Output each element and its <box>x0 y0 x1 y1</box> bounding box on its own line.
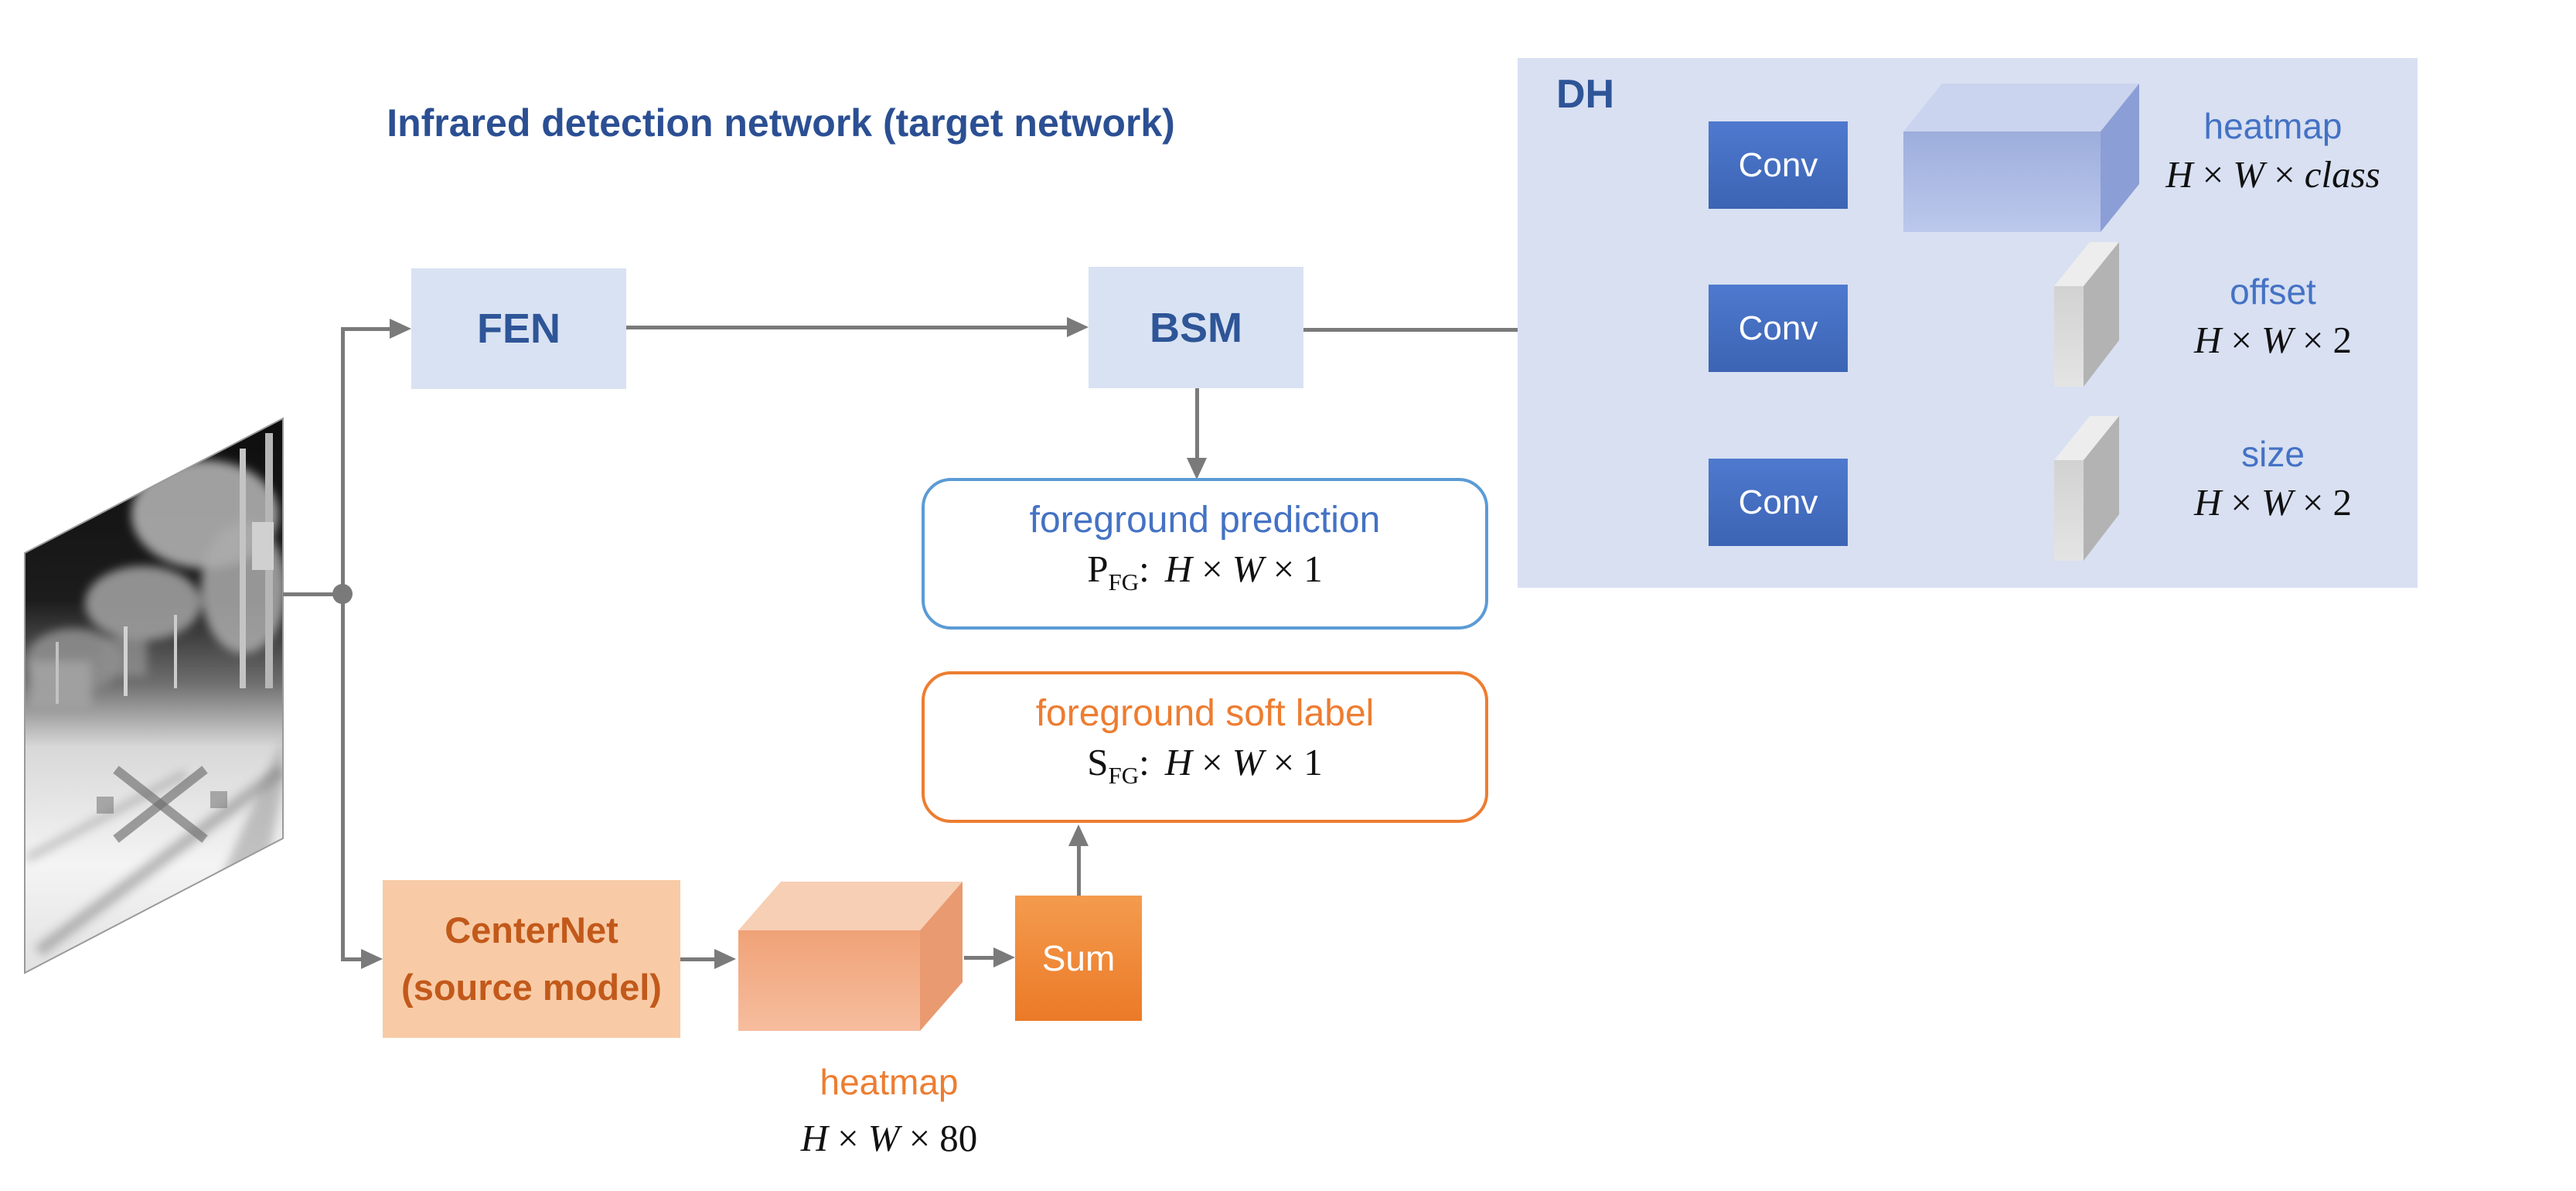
size-tensor-cube <box>2054 416 2119 561</box>
arrowhead-into-fen <box>390 319 411 339</box>
conv-label: Conv <box>1738 309 1818 347</box>
sum-label: Sum <box>1041 938 1116 978</box>
sum-box: Sum <box>1015 896 1142 1021</box>
offset-tensor-cube <box>2054 242 2119 387</box>
connector-cube-to-sum <box>964 956 995 960</box>
dh-output-heatmap-label: heatmap <box>2203 106 2343 146</box>
foreground-soft-label-box: foreground soft label SFG:H×W×1 <box>922 671 1488 823</box>
fen-box: FEN <box>411 268 626 389</box>
dh-output-size: size H×W×2 <box>2087 430 2458 527</box>
foreground-prediction-box: foreground prediction PFG:H×W×1 <box>922 478 1488 630</box>
source-heatmap-cube <box>738 882 963 1031</box>
connector-to-centernet <box>341 957 363 961</box>
fen-label: FEN <box>477 305 561 352</box>
foreground-soft-label-dims: SFG:H×W×1 <box>1087 741 1323 789</box>
bsm-label: BSM <box>1150 304 1242 351</box>
connector-to-fen <box>341 327 391 331</box>
ir-poles <box>56 433 274 704</box>
infrared-input-image <box>24 417 284 974</box>
connector-fen-to-bsm <box>626 326 1067 329</box>
connector-bsm-to-prediction <box>1195 388 1199 458</box>
connector-centernet-to-cube <box>680 957 714 961</box>
diagram-title: Infrared detection network (target netwo… <box>387 101 1175 145</box>
bsm-box: BSM <box>1089 267 1303 388</box>
foreground-prediction-label: foreground prediction <box>1029 500 1381 541</box>
connector-bsm-to-dh <box>1303 328 1571 332</box>
dh-output-offset-dims: H×W×2 <box>2194 319 2352 361</box>
centernet-label-line1: CenterNet <box>445 909 618 950</box>
dh-output-offset: offset H×W×2 <box>2087 268 2458 365</box>
dh-output-heatmap-dims: H×W×class <box>2165 153 2380 196</box>
centernet-box: CenterNet (source model) <box>383 880 680 1038</box>
dh-output-heatmap: heatmap H×W×class <box>2087 102 2458 200</box>
arrowhead-into-centernet <box>361 949 383 969</box>
centernet-label-line2: (source model) <box>401 967 662 1008</box>
foreground-prediction-dims: PFG:H×W×1 <box>1087 548 1323 596</box>
arrowhead-into-bsm <box>1067 317 1089 337</box>
dh-output-size-dims: H×W×2 <box>2194 481 2352 524</box>
heatmap-tensor-cube <box>1903 84 2139 232</box>
connector-sum-to-softlabel <box>1077 846 1081 896</box>
conv-label: Conv <box>1738 145 1818 184</box>
dh-label: DH <box>1556 72 1615 117</box>
ir-image-border <box>24 417 284 974</box>
conv-box-heatmap: Conv <box>1709 121 1848 209</box>
arrowhead-into-prediction <box>1187 458 1207 479</box>
conv-label: Conv <box>1738 483 1818 521</box>
foreground-soft-label-label: foreground soft label <box>1035 693 1375 734</box>
conv-box-size: Conv <box>1709 459 1848 546</box>
connector-image-to-junction <box>283 592 342 596</box>
arrowhead-into-softlabel <box>1068 824 1089 846</box>
source-heatmap-dims: H×W×80 <box>800 1117 978 1159</box>
conv-box-offset: Conv <box>1709 285 1848 372</box>
arrowhead-into-sum <box>993 947 1015 967</box>
source-heatmap-label: heatmap <box>819 1062 959 1102</box>
connector-input-bus <box>341 327 345 961</box>
arrowhead-into-source-cube <box>714 949 736 969</box>
dh-output-offset-label: offset <box>2230 271 2316 312</box>
dh-output-size-label: size <box>2241 434 2305 474</box>
